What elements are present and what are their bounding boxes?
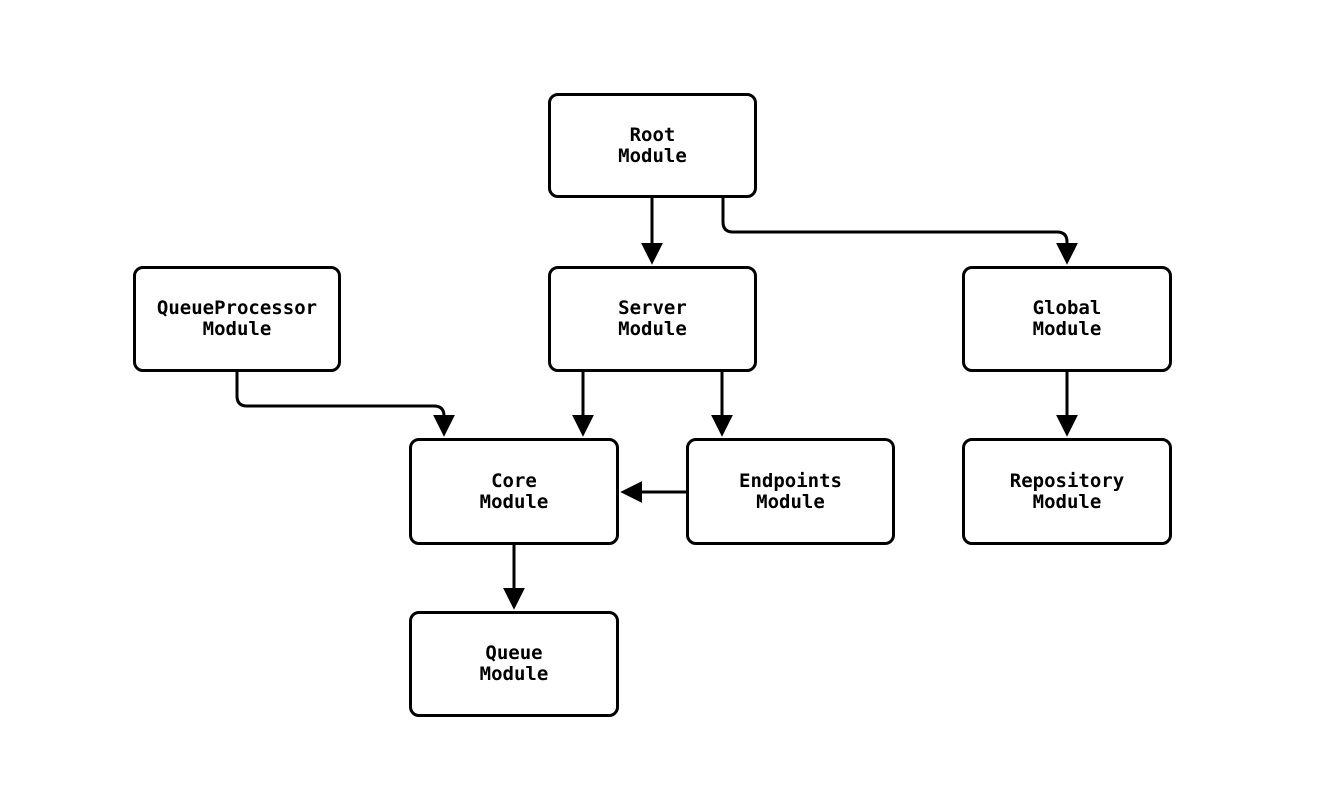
node-endpoints-module-label: Endpoints Module: [739, 469, 842, 513]
node-queueprocessor-module: QueueProcessor Module: [133, 266, 341, 372]
node-root-module: Root Module: [548, 93, 757, 198]
node-queue-module-label: Queue Module: [479, 642, 549, 685]
node-server-module: Server Module: [548, 266, 757, 372]
node-repository-module-label: Repository Module: [1009, 469, 1125, 513]
node-global-module: Global Module: [962, 266, 1172, 372]
node-core-module-label: Core Module: [479, 469, 549, 513]
node-endpoints-module: Endpoints Module: [686, 438, 895, 545]
node-root-module-label: Root Module: [618, 123, 687, 167]
edge-root-to-global: [721, 198, 1078, 265]
node-queueprocessor-module-label: QueueProcessor Module: [156, 297, 318, 340]
node-queue-module: Queue Module: [409, 611, 619, 717]
node-global-module-label: Global Module: [1032, 297, 1102, 340]
node-server-module-label: Server Module: [618, 297, 687, 340]
node-core-module: Core Module: [409, 438, 619, 545]
edge-queueprocessor-to-core: [235, 372, 455, 437]
node-repository-module: Repository Module: [962, 438, 1172, 545]
